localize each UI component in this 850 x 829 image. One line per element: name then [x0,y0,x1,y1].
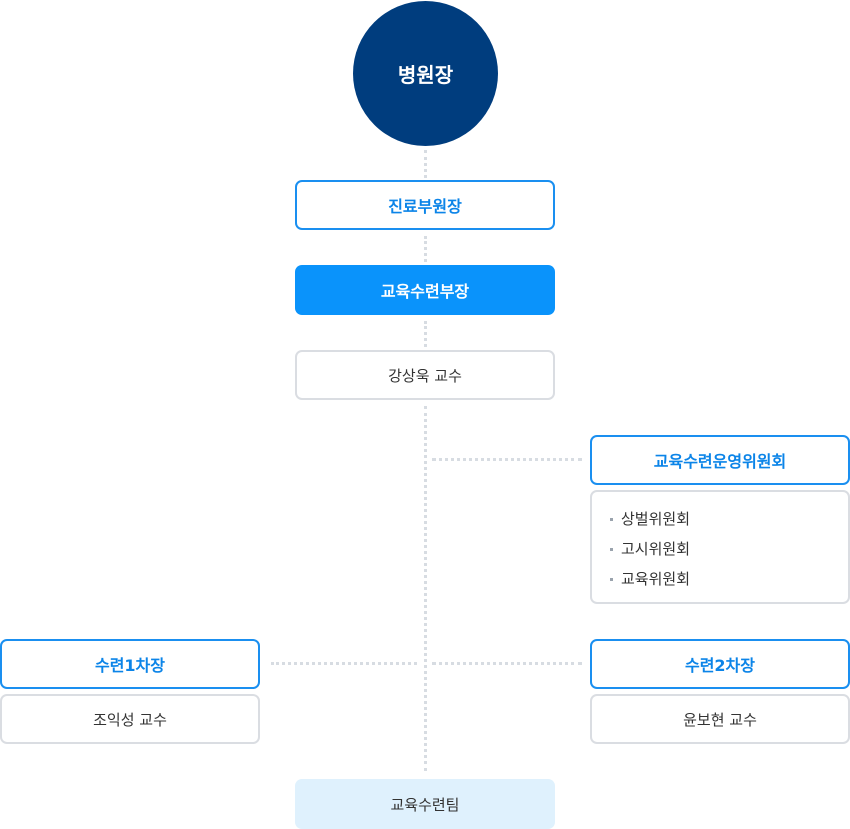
committee-item-label: 교육위원회 [621,570,691,588]
team-label: 교육수련팀 [390,795,460,814]
training-1-person-label: 조익성 교수 [93,710,167,729]
director-node: 병원장 [353,1,498,146]
education-head-label: 교육수련부장 [380,282,470,301]
committee-list: 상벌위원회 고시위원회 교육위원회 [610,506,848,596]
committee-item-label: 고시위원회 [621,540,691,558]
connector-to-training-2 [432,662,582,665]
connector-deputy-to-education-head [424,236,427,262]
training-2-label: 수련2차장 [684,656,755,675]
committee-item: 고시위원회 [610,536,848,566]
education-head-node: 교육수련부장 [295,265,555,315]
connector-main-trunk [424,406,427,771]
committee-item: 교육위원회 [610,566,848,596]
connector-to-committee [432,458,582,461]
training-2-person-node: 윤보현 교수 [590,694,850,744]
committee-item-label: 상벌위원회 [621,510,691,528]
connector-to-training-1 [271,662,417,665]
training-2-node: 수련2차장 [590,639,850,689]
committee-node: 교육수련운영위원회 [590,435,850,485]
connector-education-head-to-professor [424,321,427,347]
deputy-medical-label: 진료부원장 [388,197,462,216]
training-2-person-label: 윤보현 교수 [683,710,757,729]
director-label: 병원장 [397,63,454,87]
deputy-medical-node: 진료부원장 [295,180,555,230]
bullet-icon [610,518,613,521]
bullet-icon [610,578,613,581]
committee-sublist: 상벌위원회 고시위원회 교육위원회 [590,490,850,604]
training-1-person-node: 조익성 교수 [0,694,260,744]
education-head-person-node: 강상욱 교수 [295,350,555,400]
bullet-icon [610,548,613,551]
connector-director-to-deputy [424,150,427,178]
training-1-node: 수련1차장 [0,639,260,689]
team-node: 교육수련팀 [295,779,555,829]
committee-label: 교육수련운영위원회 [653,452,787,471]
committee-item: 상벌위원회 [610,506,848,536]
education-head-person-label: 강상욱 교수 [388,366,462,385]
training-1-label: 수련1차장 [94,656,165,675]
